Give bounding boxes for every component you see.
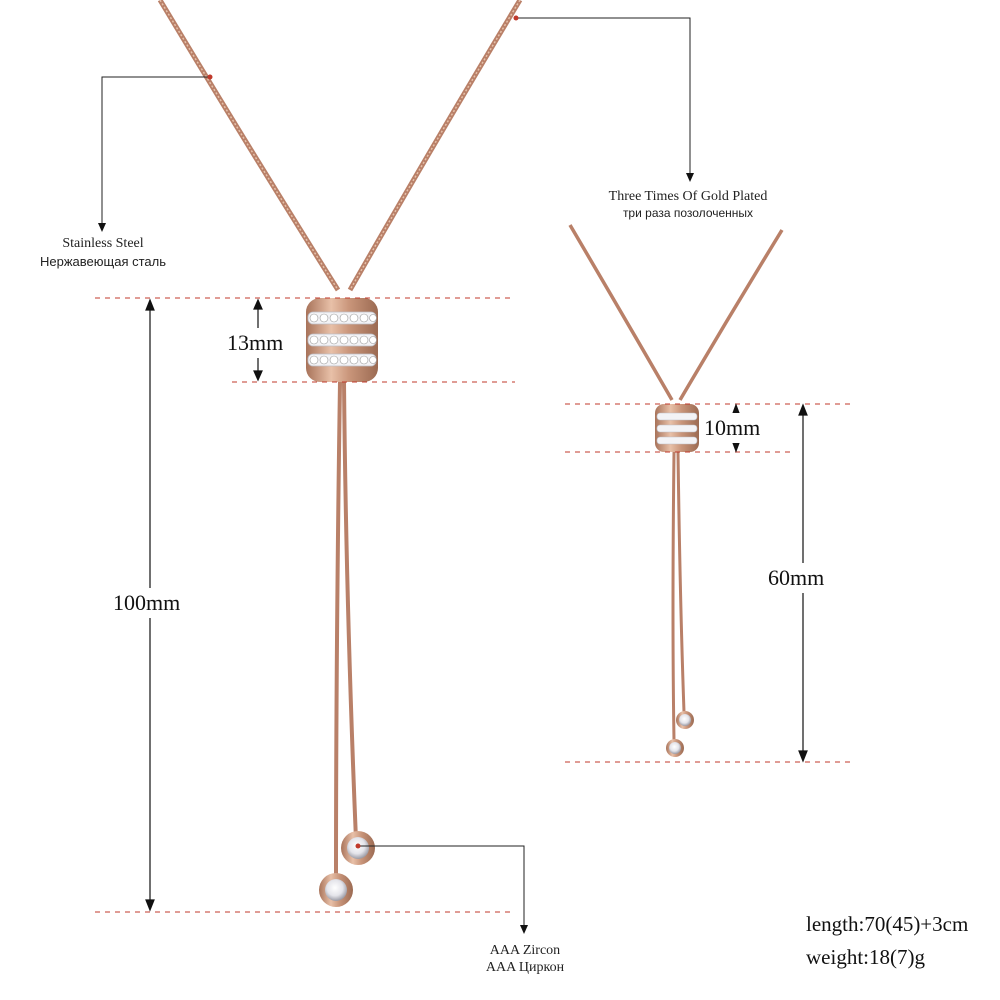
small-drop-dimension: 60mm — [768, 563, 825, 593]
weight-spec: weight:18(7)g — [806, 945, 925, 969]
small-guides — [565, 403, 850, 763]
stainless-steel-label: Stainless Steel — [62, 236, 144, 251]
small-zircon-2 — [666, 739, 684, 757]
large-necklace — [157, 0, 523, 907]
large-zircon-2 — [319, 873, 353, 907]
small-zircon-1 — [676, 711, 694, 729]
small-bead — [655, 404, 699, 452]
callout-leaders — [101, 17, 691, 930]
zircon-label: AAA Zircon — [489, 943, 561, 958]
small-drop-chain-1 — [676, 451, 686, 713]
stainless-steel-label-ru: Нержавеющая сталь — [40, 254, 166, 269]
large-bead — [306, 298, 378, 382]
small-bead-dimension: 10mm — [704, 413, 761, 443]
stainless-leader — [101, 76, 210, 228]
zircon-label-ru: AAA Циркон — [485, 960, 565, 975]
gold-leader — [516, 17, 691, 178]
small-chain-left — [568, 224, 674, 401]
length-spec: length:70(45)+3cm — [806, 912, 969, 936]
small-chain-right — [678, 229, 784, 401]
large-drop-dimension: 100mm — [113, 588, 181, 618]
small-necklace — [568, 224, 784, 757]
large-bead-dimension: 13mm — [227, 328, 284, 358]
zircon-leader — [358, 845, 525, 930]
small-drop-chain-2 — [671, 451, 676, 741]
large-guides — [95, 297, 515, 913]
large-drop-chain-2 — [334, 381, 342, 879]
gold-plated-label-ru: три раза позолоченных — [622, 206, 754, 220]
gold-plated-label: Three Times Of Gold Plated — [608, 189, 768, 204]
large-drop-chain-1 — [342, 381, 358, 841]
